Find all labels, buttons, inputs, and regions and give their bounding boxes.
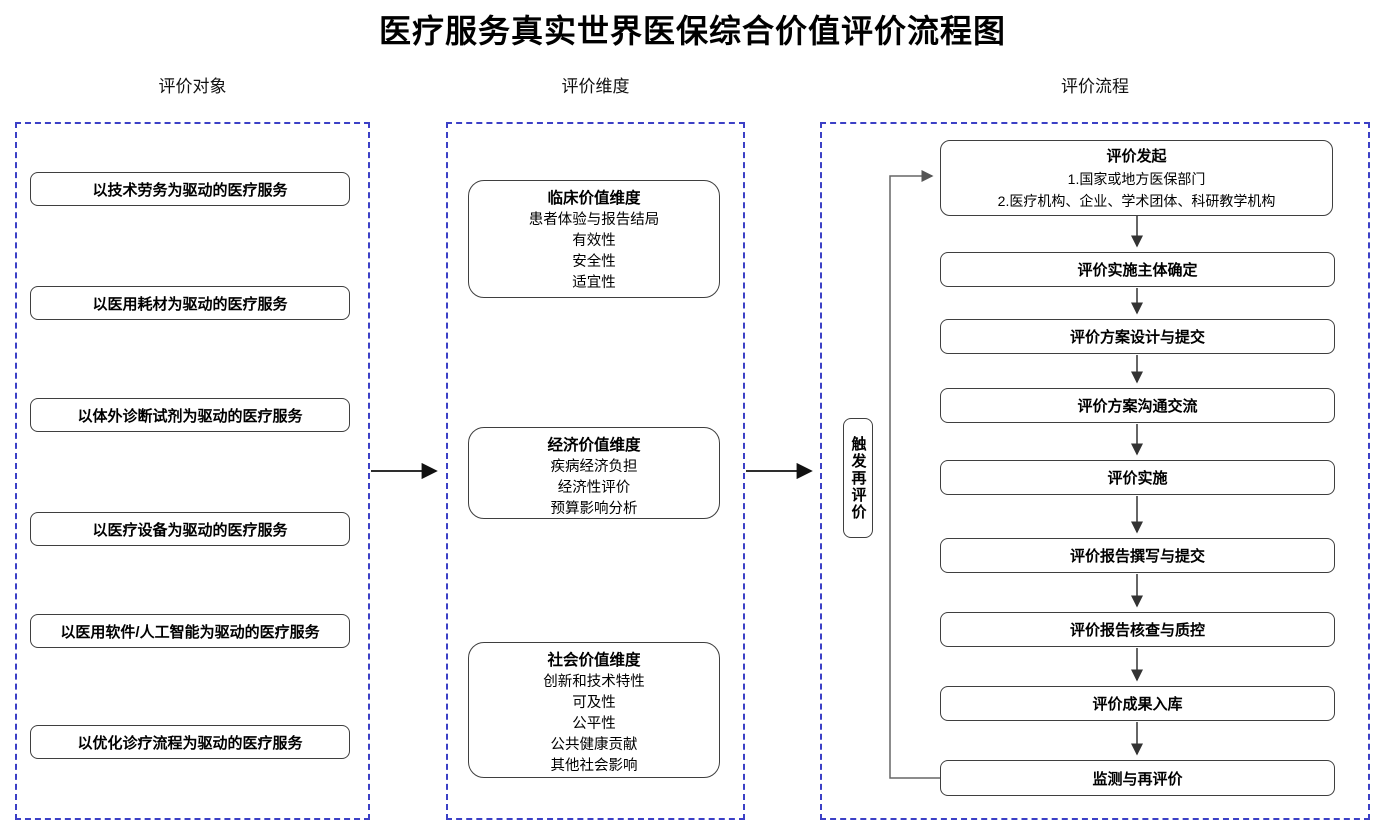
dimension-title: 社会价值维度 [547, 652, 641, 669]
dimension-item: 有效性 [572, 233, 616, 249]
process-node-title: 评价发起 [1106, 148, 1167, 165]
column-header-process: 评价流程 [1061, 77, 1129, 96]
page-title: 医疗服务真实世界医保综合价值评价流程图 [378, 13, 1006, 49]
dimensions-group-frame [446, 122, 745, 820]
column-header-dimensions: 评价维度 [561, 77, 630, 96]
dimension-node-clinical: 临床价值维度 患者体验与报告结局 有效性 安全性 适宜性 [468, 180, 720, 298]
dimension-item: 经济性评价 [557, 480, 631, 496]
process-node-monitor-reevaluate: 监测与再评价 [940, 760, 1335, 796]
process-node-line: 2.医疗机构、企业、学术团体、科研教学机构 [997, 193, 1276, 209]
object-node-equipment: 以医疗设备为驱动的医疗服务 [30, 512, 350, 546]
dimension-item: 安全性 [572, 254, 616, 270]
dimension-item: 可及性 [572, 695, 616, 711]
dimension-item: 适宜性 [572, 275, 616, 291]
object-node-tech-labor: 以技术劳务为驱动的医疗服务 [30, 172, 350, 206]
dimension-item: 疾病经济负担 [550, 459, 638, 475]
objects-group-frame [15, 122, 370, 820]
process-group-frame [820, 122, 1370, 820]
trigger-reevaluation-node: 触发再评价 [843, 418, 873, 538]
process-node-subject-determination: 评价实施主体确定 [940, 252, 1335, 287]
process-node-results-archiving: 评价成果入库 [940, 686, 1335, 721]
object-node-process-optim: 以优化诊疗流程为驱动的医疗服务 [30, 725, 350, 759]
process-node-plan-communication: 评价方案沟通交流 [940, 388, 1335, 423]
dimension-node-social: 社会价值维度 创新和技术特性 可及性 公平性 公共健康贡献 其他社会影响 [468, 642, 720, 778]
dimension-item: 预算影响分析 [550, 501, 638, 517]
column-header-objects: 评价对象 [158, 77, 227, 96]
dimension-node-economic: 经济价值维度 疾病经济负担 经济性评价 预算影响分析 [468, 427, 720, 519]
dimension-item: 患者体验与报告结局 [528, 212, 660, 228]
process-node-report-check-qc: 评价报告核查与质控 [940, 612, 1335, 647]
dimension-title: 临床价值维度 [547, 190, 641, 207]
process-node-initiation: 评价发起 1.国家或地方医保部门 2.医疗机构、企业、学术团体、科研教学机构 [940, 140, 1333, 216]
process-node-report-write-submit: 评价报告撰写与提交 [940, 538, 1335, 573]
object-node-consumables: 以医用耗材为驱动的医疗服务 [30, 286, 350, 320]
object-node-ivd-reagents: 以体外诊断试剂为驱动的医疗服务 [30, 398, 350, 432]
dimension-item: 公共健康贡献 [550, 737, 638, 753]
dimension-title: 经济价值维度 [547, 437, 641, 454]
process-node-line: 1.国家或地方医保部门 [1067, 171, 1206, 187]
dimension-item: 公平性 [572, 716, 616, 732]
dimension-item: 创新和技术特性 [543, 674, 645, 690]
dimension-item: 其他社会影响 [550, 758, 638, 774]
object-node-software-ai: 以医用软件/人工智能为驱动的医疗服务 [30, 614, 350, 648]
process-node-plan-design-submit: 评价方案设计与提交 [940, 319, 1335, 354]
process-node-implementation: 评价实施 [940, 460, 1335, 495]
